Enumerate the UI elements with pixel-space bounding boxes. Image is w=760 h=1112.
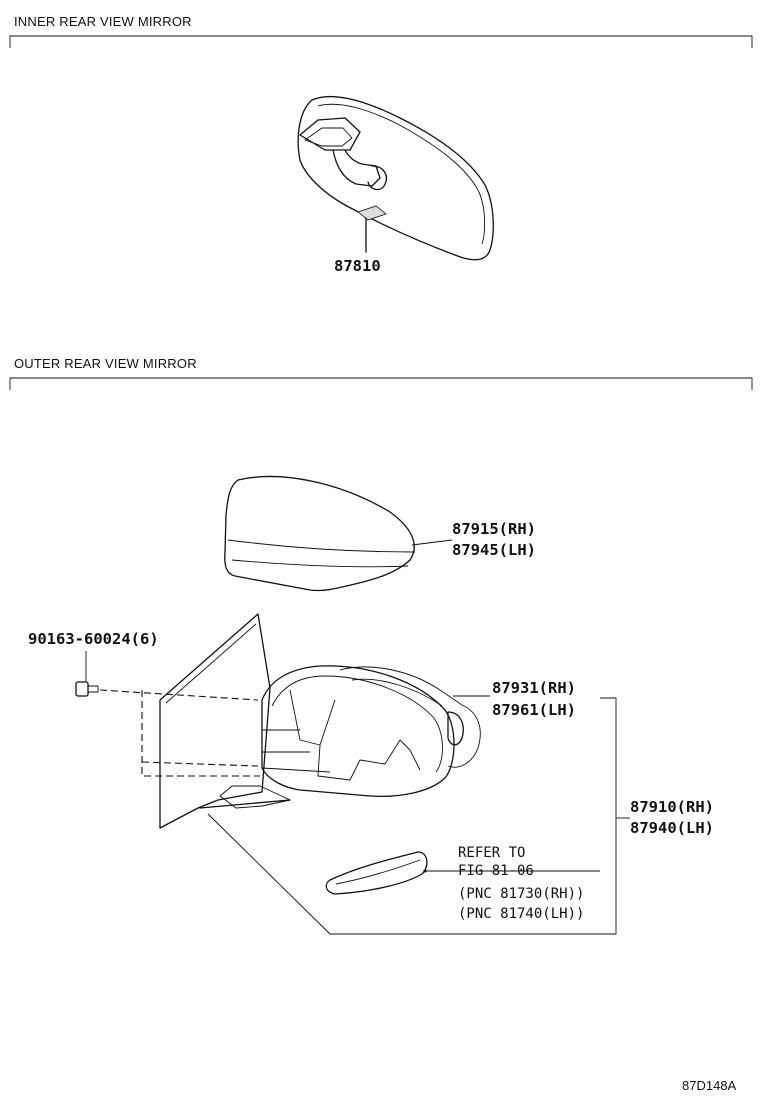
part-label-screw[interactable]: 90163-60024(6) — [28, 630, 159, 648]
screw-drawing — [75, 651, 259, 701]
reference-dot — [423, 869, 427, 873]
reference-pnc-lh: (PNC 81740(LH)) — [458, 906, 585, 922]
reference-pnc-rh: (PNC 81730(RH)) — [458, 886, 585, 902]
inner-mirror-drawing — [297, 95, 494, 261]
part-label-housing-rh[interactable]: 87931(RH) — [492, 679, 576, 697]
mirror-housing-drawing — [199, 665, 481, 809]
reference-link-fig[interactable]: FIG 81-06 — [458, 863, 534, 879]
part-label-housing-lh[interactable]: 87961(LH) — [492, 701, 576, 719]
inner-section-bracket — [9, 35, 753, 48]
part-label-cover-lh[interactable]: 87945(LH) — [452, 541, 536, 559]
part-label-assembly-lh[interactable]: 87940(LH) — [630, 819, 714, 837]
outer-section-bracket — [9, 377, 753, 390]
turn-signal-drawing — [325, 851, 428, 895]
figure-code: 87D148A — [682, 1078, 737, 1093]
mirror-cover-drawing — [224, 475, 453, 592]
part-label-assembly-rh[interactable]: 87910(RH) — [630, 798, 714, 816]
inner-section-title: INNER REAR VIEW MIRROR — [14, 14, 192, 29]
mirror-glass-drawing — [159, 613, 271, 829]
part-label-inner-mirror[interactable]: 87810 — [334, 257, 381, 275]
outer-section-title: OUTER REAR VIEW MIRROR — [14, 356, 197, 371]
reference-line-1: REFER TO — [458, 845, 526, 861]
part-label-cover-rh[interactable]: 87915(RH) — [452, 520, 536, 538]
